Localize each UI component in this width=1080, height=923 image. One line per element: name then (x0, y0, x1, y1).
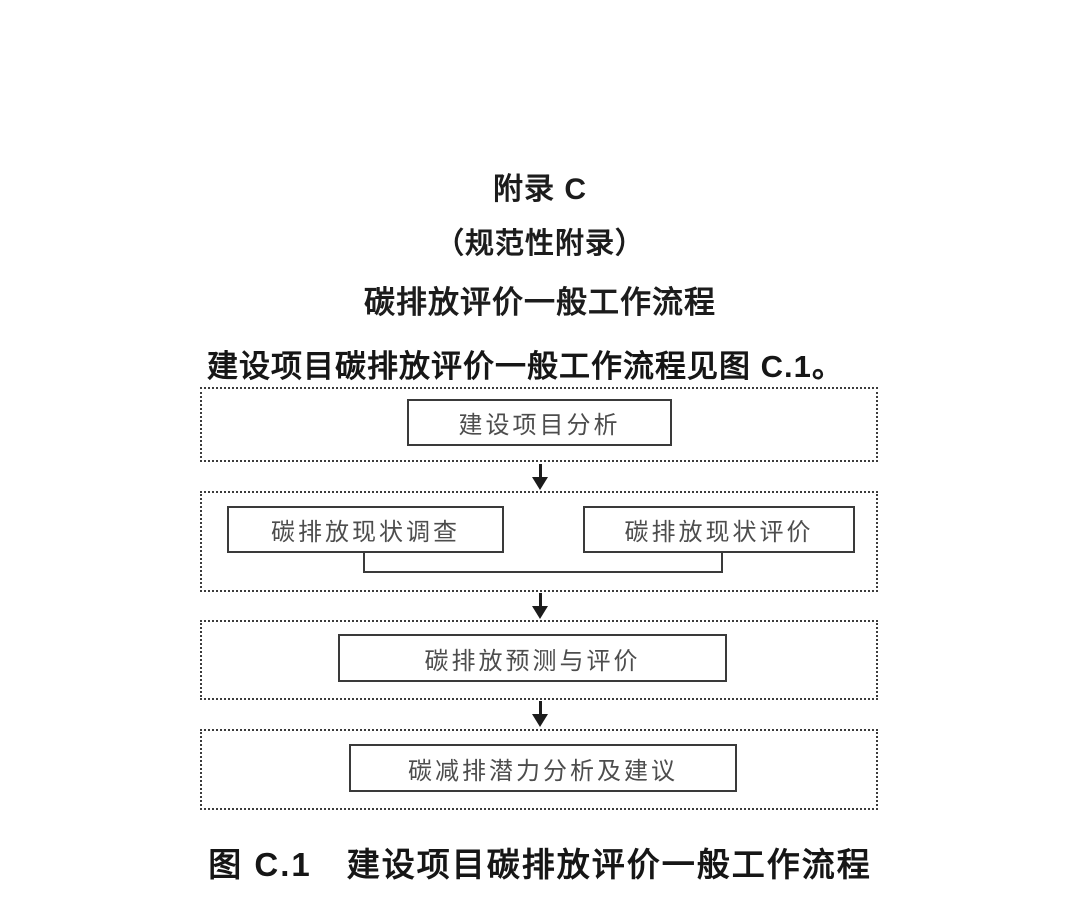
stage-4-container (200, 729, 878, 810)
stage-3-box-prediction-evaluation: 碳排放预测与评价 (338, 634, 727, 682)
down-arrow-icon (532, 714, 548, 727)
connector-right-drop (721, 553, 723, 573)
intro-paragraph: 建设项目碳排放评价一般工作流程见图 C.1。 (207, 349, 844, 384)
arrow-shaft (539, 593, 542, 608)
stage-1-container (200, 387, 878, 462)
arrow-shaft (539, 464, 542, 479)
down-arrow-icon (532, 606, 548, 619)
stage-1-box-label: 建设项目分析 (458, 413, 621, 439)
down-arrow-icon (532, 477, 548, 490)
stage-1-box-project-analysis: 建设项目分析 (407, 399, 672, 446)
stage-2-container (200, 491, 878, 592)
stage-3-container (200, 620, 878, 700)
appendix-title: 附录 C (493, 173, 587, 206)
stage-3-box-label: 碳排放预测与评价 (424, 648, 641, 675)
figure-caption: 图 C.1 建设项目碳排放评价一般工作流程 (208, 846, 872, 883)
stage-2-box-2-label: 碳排放现状评价 (624, 520, 814, 546)
appendix-type-label: （规范性附录） (434, 228, 645, 260)
appendix-subtitle: 碳排放评价一般工作流程 (364, 285, 716, 320)
arrow-shaft (539, 701, 542, 716)
connector-horizontal (363, 571, 723, 573)
connector-left-drop (363, 553, 365, 573)
stage-2-box-status-evaluation: 碳排放现状评价 (583, 506, 855, 553)
stage-2-box-status-survey: 碳排放现状调查 (227, 506, 504, 553)
stage-4-box-label: 碳减排潜力分析及建议 (408, 758, 678, 785)
stage-4-box-reduction-potential: 碳减排潜力分析及建议 (349, 744, 737, 792)
stage-2-box-1-label: 碳排放现状调查 (271, 520, 460, 546)
